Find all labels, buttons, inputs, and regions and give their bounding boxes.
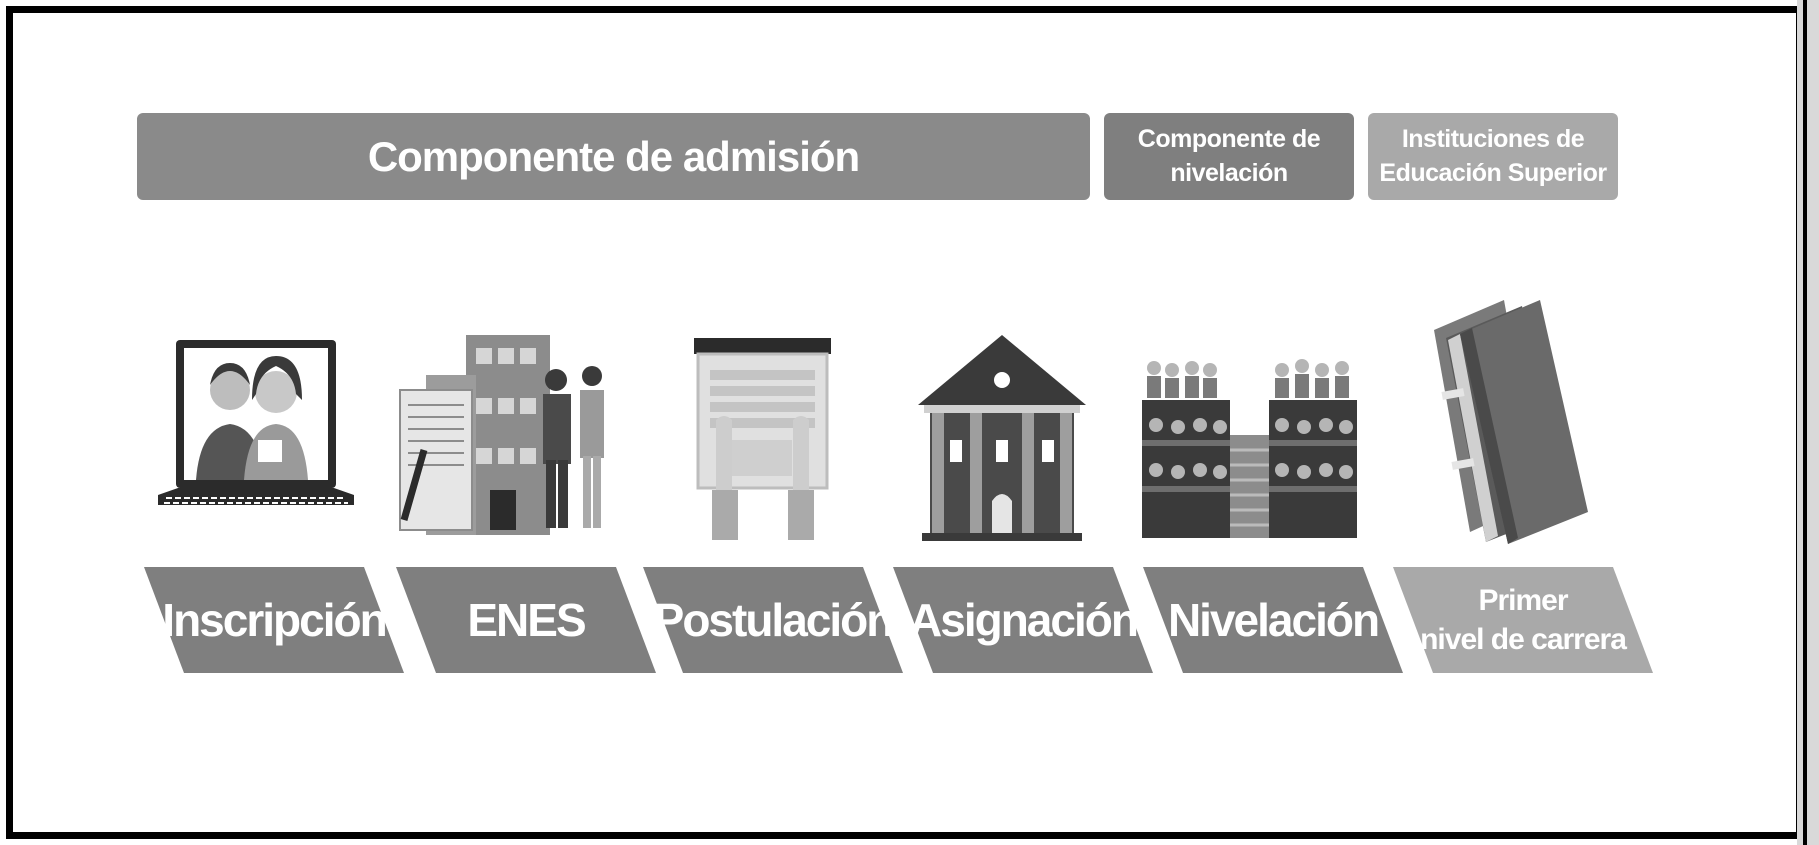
laptop-students-icon [148, 290, 363, 550]
leveling-component-label-line1: Componente de [1137, 124, 1321, 153]
leveling-component-label-line2: nivelación [1170, 158, 1288, 187]
step-primer-nivel-label-line2: nivel de carrera [1420, 623, 1627, 656]
building-students-icon [398, 290, 616, 550]
step-postulacion-label: Postulación [653, 594, 895, 646]
step-inscripcion: Inscripción [144, 567, 404, 673]
laptop-typing-icon [690, 290, 835, 550]
higher-education-label-line1: Instituciones de [1401, 124, 1585, 153]
admission-component-band: Componente de admisión [137, 113, 1090, 200]
step-asignacion-label: Asignación [909, 594, 1139, 646]
university-building-icon [918, 290, 1086, 550]
step-primer-nivel-label: Primer nivel de carrera [1393, 567, 1653, 673]
higher-education-band: Instituciones de Educación Superior [1368, 113, 1618, 200]
step-nivelacion-label: Nivelación [1167, 594, 1380, 646]
higher-education-label-line2: Educación Superior [1379, 158, 1607, 187]
leveling-component-band: Componente de nivelación [1104, 113, 1354, 200]
step-nivelacion: Nivelación [1143, 567, 1403, 673]
right-edge-strip [1797, 0, 1819, 845]
step-primer-nivel-label-line1: Primer [1478, 584, 1568, 617]
books-icon [1428, 290, 1598, 550]
lecture-hall-icon [1142, 290, 1357, 550]
step-postulacion: Postulación [643, 567, 903, 673]
admission-component-label: Componente de admisión [367, 132, 860, 180]
step-asignacion: Asignación [893, 567, 1153, 673]
right-edge-line [1803, 0, 1807, 845]
step-enes: ENES [396, 567, 656, 673]
step-inscripcion-label: Inscripción [162, 594, 387, 646]
step-primer-nivel: Primer nivel de carrera [1393, 567, 1653, 673]
step-enes-label: ENES [467, 594, 586, 646]
